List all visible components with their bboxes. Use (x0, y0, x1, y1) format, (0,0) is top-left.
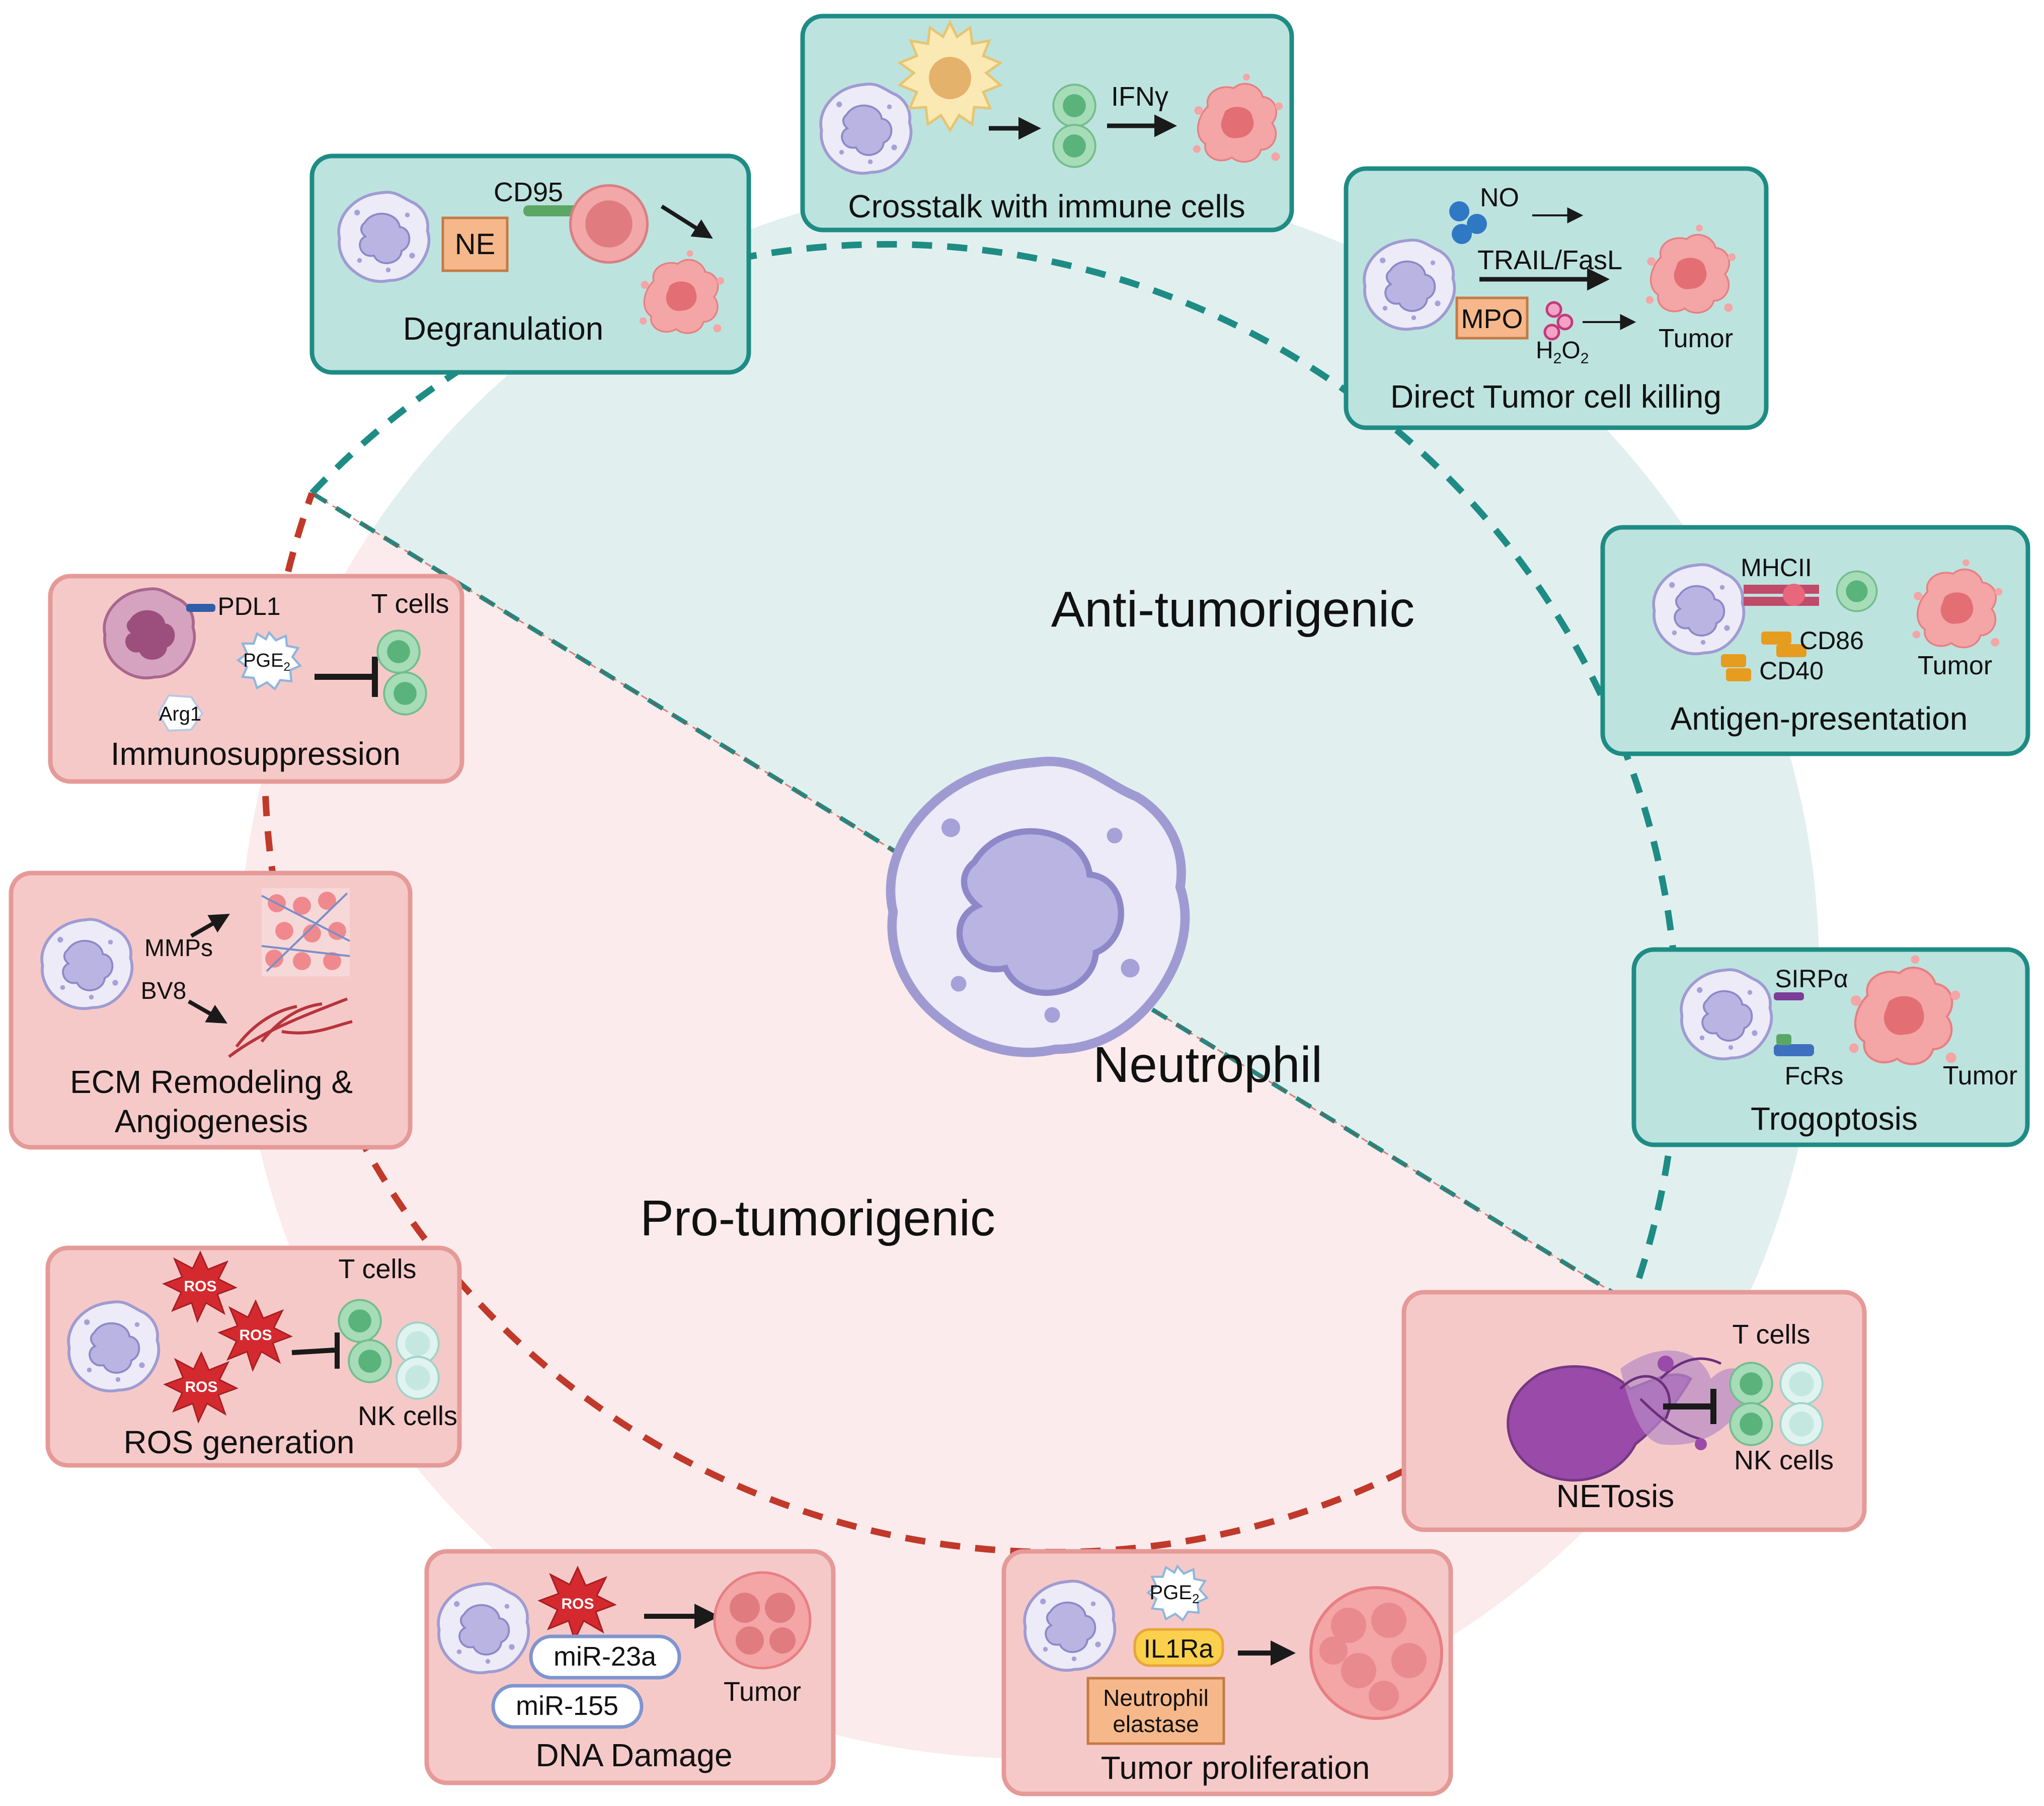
direct-killing-title: Direct Tumor cell killing (1390, 378, 1721, 415)
tumor-proliferation-title: Tumor proliferation (1101, 1750, 1370, 1786)
neutrophil-label: Neutrophil (1093, 1037, 1322, 1093)
mir23a-label: miR-23a (554, 1641, 657, 1672)
t-cell-icon (1729, 1362, 1773, 1406)
ecm-title-line2: Angiogenesis (115, 1103, 308, 1139)
ros-generation-title: ROS generation (124, 1424, 355, 1460)
box-netosis: T cells NK cells NETosis (1401, 1290, 1867, 1532)
immunosuppression-title: Immunosuppression (111, 736, 401, 772)
ros-label: ROS (185, 1379, 217, 1395)
box-antigen-presentation: MHCII CD86 CD40 Tumor Antigen-presentati… (1600, 525, 2030, 756)
neutrophil-icon (1654, 565, 1744, 654)
t-cells-label: T cells (1732, 1319, 1810, 1350)
neutrophil-icon (821, 84, 911, 173)
pge2-label: PGE2 (1150, 1582, 1200, 1606)
neutrophil-icon (42, 919, 132, 1008)
cd95-label: CD95 (494, 177, 563, 207)
anti-tumorigenic-label: Anti-tumorigenic (1051, 581, 1415, 638)
box-crosstalk: IFNγ Crosstalk with immune cells (800, 14, 1294, 232)
no-label: NO (1480, 183, 1519, 212)
nk-cells-label: NK cells (358, 1401, 457, 1431)
neutrophil-elastase-line2: elastase (1113, 1711, 1199, 1737)
dendritic-cell-icon (897, 20, 1003, 133)
box-tumor-proliferation: PGE2 IL1Ra Neutrophil elastase Tumor pro… (1001, 1549, 1453, 1796)
neutrophil-icon (1681, 970, 1771, 1059)
tumor-label: Tumor (1943, 1061, 2017, 1090)
neutrophil-elastase-line1: Neutrophil (1103, 1685, 1209, 1711)
neutrophil-icon (1364, 240, 1454, 329)
degranulation-title: Degranulation (403, 310, 604, 347)
nk-cell-icon (1779, 1402, 1824, 1446)
nk-cell-icon (396, 1356, 440, 1400)
ecm-title-line1: ECM Remodeling & (70, 1064, 353, 1100)
tumor-mass-icon (1309, 1586, 1443, 1720)
box-trogoptosis: SIRPα FcRs Tumor Trogoptosis (1631, 947, 2030, 1147)
crosstalk-title: Crosstalk with immune cells (848, 188, 1245, 224)
t-cell-icon (348, 1339, 392, 1383)
t-cell-icon (376, 630, 421, 674)
mhcii-label: MHCII (1741, 554, 1812, 582)
neutrophil-icon (68, 1302, 159, 1391)
nk-cell-icon (1779, 1362, 1824, 1406)
t-cells-label: T cells (371, 589, 449, 619)
ros-label: ROS (561, 1596, 594, 1612)
neutrophil-icon (339, 192, 429, 281)
sirpa-label: SIRPα (1775, 965, 1848, 993)
dna-damage-title: DNA Damage (535, 1737, 732, 1773)
suppressive-neutrophil-icon (103, 587, 196, 680)
trail-label: TRAIL/FasL (1477, 245, 1622, 275)
cd86-label: CD86 (1799, 626, 1864, 655)
antigen-presentation-title: Antigen-presentation (1671, 700, 1968, 737)
box-dna-damage: ROS miR-23a miR-155 Tumor DNA Damage (424, 1549, 836, 1785)
mir155-label: miR-155 (516, 1691, 618, 1721)
mpo-label: MPO (1461, 304, 1523, 334)
ne-label: NE (455, 228, 496, 261)
ecm-tissue-icon (261, 888, 350, 976)
neutrophil-icon (1025, 1581, 1115, 1670)
t-cell-icon (1836, 570, 1878, 612)
box-degranulation: NE CD95 Degranulation (309, 153, 751, 375)
blood-vessel-icon (228, 997, 353, 1058)
trogoptosis-title: Trogoptosis (1751, 1101, 1918, 1137)
dying-tumor-icon (569, 184, 649, 264)
central-neutrophil-icon (891, 761, 1185, 1052)
box-ecm-remodeling: MMPs BV8 ECM Remodeling & Angiogenesis (9, 871, 413, 1150)
tumor-label: Tumor (724, 1677, 801, 1707)
pge2-label: PGE2 (243, 650, 290, 674)
tumor-label: Tumor (1659, 324, 1733, 353)
tumor-cluster-icon (713, 1571, 812, 1670)
h2o2-molecule-icon (1543, 301, 1574, 341)
t-cell-icon (1729, 1402, 1773, 1446)
ros-label: ROS (184, 1278, 216, 1295)
t-cell-icon (338, 1299, 382, 1343)
box-direct-killing: NO TRAIL/FasL MPO H2O2 Tumor Direct Tumo… (1344, 166, 1769, 430)
mmps-label: MMPs (144, 935, 213, 962)
cd40-label: CD40 (1759, 657, 1824, 685)
ifn-label: IFNγ (1111, 82, 1168, 112)
pdl1-label: PDL1 (217, 592, 280, 620)
ros-label: ROS (239, 1327, 272, 1344)
bv8-label: BV8 (141, 978, 187, 1004)
fcrs-label: FcRs (1785, 1062, 1844, 1090)
box-ros-generation: ROS ROS ROS T cells NK cells ROS generat… (45, 1245, 462, 1468)
nk-cells-label: NK cells (1734, 1445, 1834, 1475)
h2o2-label: H2O2 (1536, 337, 1589, 367)
il1ra-label: IL1Ra (1144, 1634, 1214, 1664)
t-cell-icon (383, 671, 427, 716)
box-immunosuppression: PDL1 PGE2 T cells Arg1 Immunosuppression (48, 574, 464, 784)
tumor-label: Tumor (1918, 651, 1992, 680)
t-cell-icon (1052, 84, 1096, 128)
t-cells-label: T cells (338, 1254, 416, 1284)
no-molecule-icon (1449, 201, 1487, 244)
t-cell-icon (1052, 124, 1096, 168)
pro-arc (261, 492, 1633, 1556)
pro-tumorigenic-label: Pro-tumorigenic (640, 1190, 995, 1246)
neutrophil-icon (438, 1584, 528, 1673)
netosis-title: NETosis (1556, 1478, 1675, 1514)
arg1-label: Arg1 (159, 703, 202, 725)
